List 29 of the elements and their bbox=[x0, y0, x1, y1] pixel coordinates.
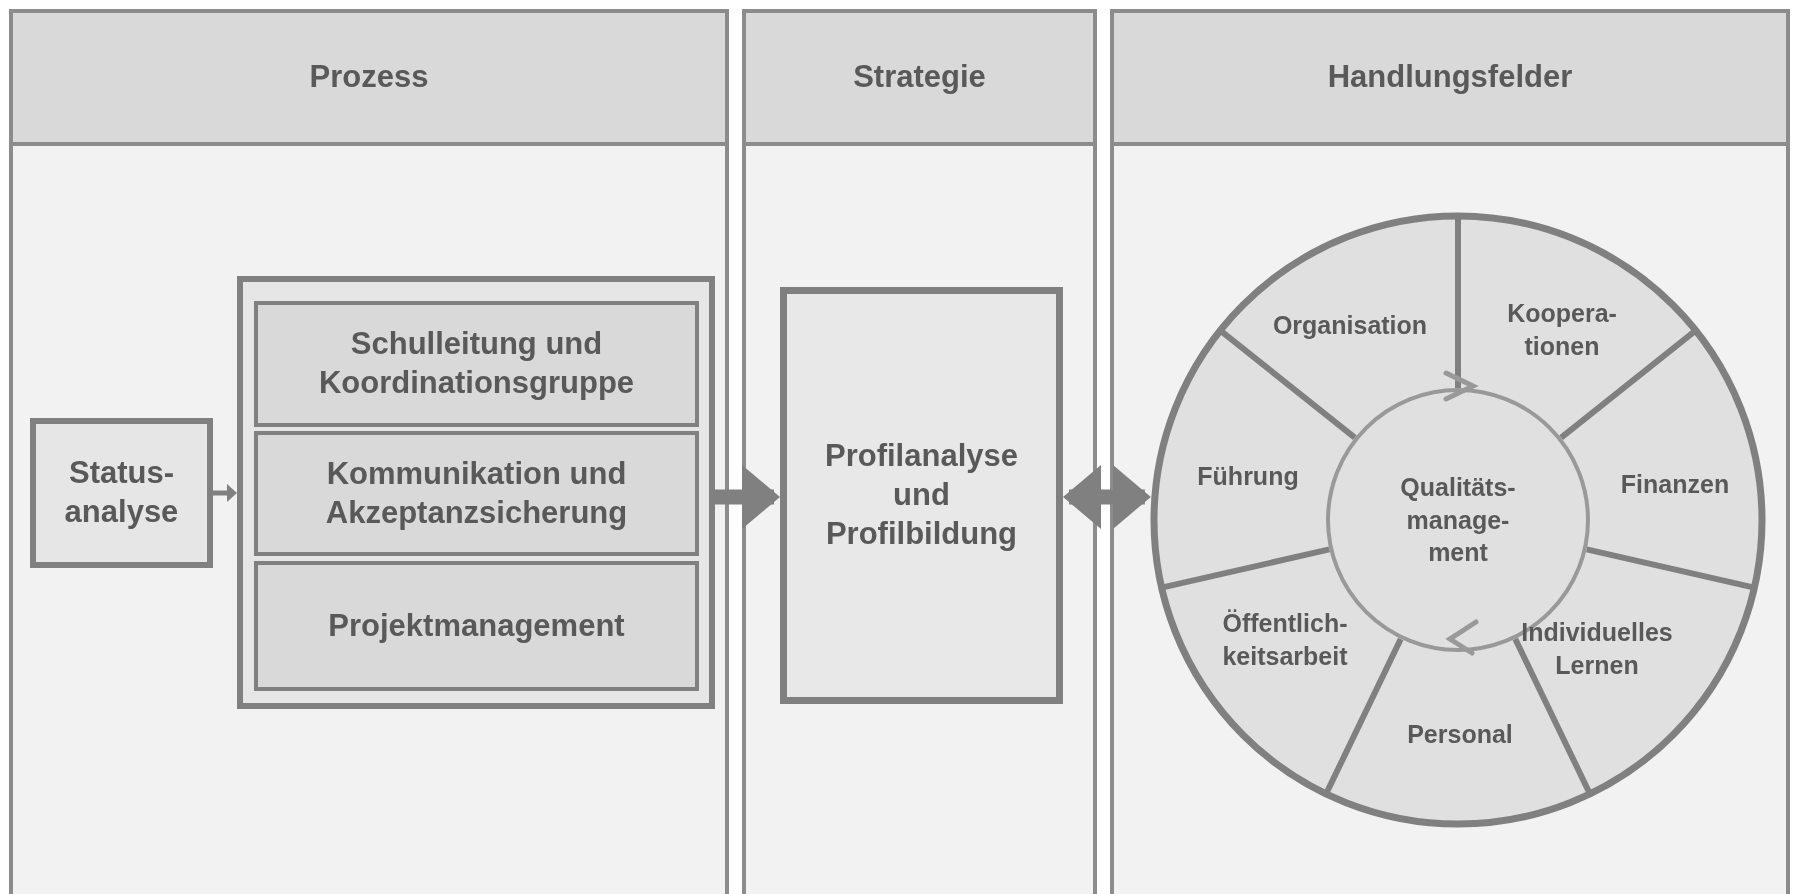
segment-label: Finanzen bbox=[1620, 467, 1730, 501]
segment-label: Koopera- tionen bbox=[1497, 296, 1627, 362]
column-heading: Handlungsfelder bbox=[1327, 58, 1573, 97]
segment-label: Personal bbox=[1407, 717, 1513, 751]
process-box bbox=[30, 418, 213, 568]
box-label: Kommunikation und Akzeptanzsicherung bbox=[324, 454, 629, 532]
segment-label: Führung bbox=[1197, 459, 1299, 493]
segment-label: Organisation bbox=[1272, 308, 1428, 342]
process-box bbox=[254, 561, 699, 691]
column-panel bbox=[1110, 9, 1790, 894]
arrow bbox=[1063, 465, 1151, 529]
arrow bbox=[213, 484, 237, 502]
column-panel bbox=[742, 9, 1097, 894]
process-box bbox=[254, 431, 699, 556]
segment-label: Öffentlich- keitsarbeit bbox=[1200, 606, 1370, 672]
column-heading: Strategie bbox=[853, 58, 986, 97]
column-heading: Prozess bbox=[309, 58, 429, 97]
process-box bbox=[254, 301, 699, 427]
segment-wheel bbox=[1150, 212, 1766, 828]
arrow bbox=[715, 465, 780, 529]
process-box bbox=[780, 287, 1063, 704]
column-panel bbox=[9, 9, 729, 894]
box-label: Profilanalyse und Profilbildung bbox=[824, 437, 1019, 553]
segment-label: Individuelles Lernen bbox=[1512, 615, 1682, 681]
box-label: Status- analyse bbox=[63, 454, 180, 531]
box-label: Schulleitung und Koordinationsgruppe bbox=[317, 325, 636, 402]
group-box bbox=[237, 276, 715, 709]
center-label: Qualitäts- manage- ment bbox=[1399, 472, 1517, 569]
box-label: Projektmanagement bbox=[328, 606, 625, 645]
